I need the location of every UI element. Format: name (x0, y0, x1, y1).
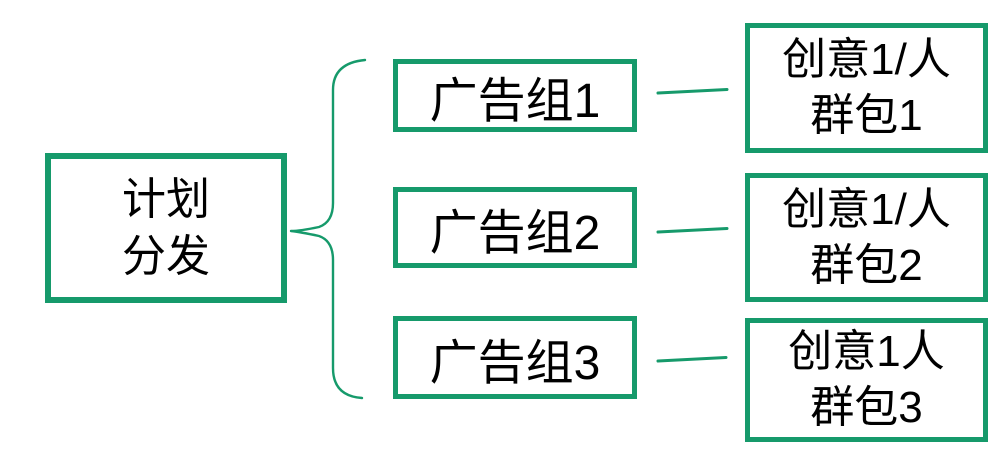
creative-node-audience-3: 创意1人 群包3 (745, 318, 988, 442)
creative-node-audience-1: 创意1/人 群包1 (745, 23, 988, 153)
group-node-ad-group-1: 广告组1 (393, 59, 637, 132)
root-node-plan-distribution: 计划 分发 (45, 153, 287, 303)
connector-line-2 (656, 227, 729, 234)
group-node-ad-group-2: 广告组2 (393, 187, 637, 268)
creative-node-label-line1: 创意1人 (788, 327, 945, 377)
group-node-label: 广告组1 (429, 74, 601, 128)
group-node-label: 广告组2 (429, 206, 601, 260)
creative-node-label-line2: 群包2 (810, 240, 923, 290)
group-node-label: 广告组3 (429, 336, 601, 390)
creative-node-label-line1: 创意1/人 (782, 35, 951, 85)
curly-brace-connector (289, 58, 367, 400)
root-node-label-line1: 计划 (122, 174, 210, 224)
group-node-ad-group-3: 广告组3 (393, 316, 637, 399)
connector-line-3 (656, 356, 728, 363)
creative-node-label-line2: 群包1 (810, 91, 923, 140)
creative-node-label-line2: 群包3 (810, 383, 923, 432)
creative-node-label-line1: 创意1/人 (782, 184, 951, 234)
connector-line-1 (656, 88, 729, 95)
root-node-label-line2: 分发 (122, 232, 210, 281)
creative-node-audience-2: 创意1/人 群包2 (745, 173, 988, 302)
